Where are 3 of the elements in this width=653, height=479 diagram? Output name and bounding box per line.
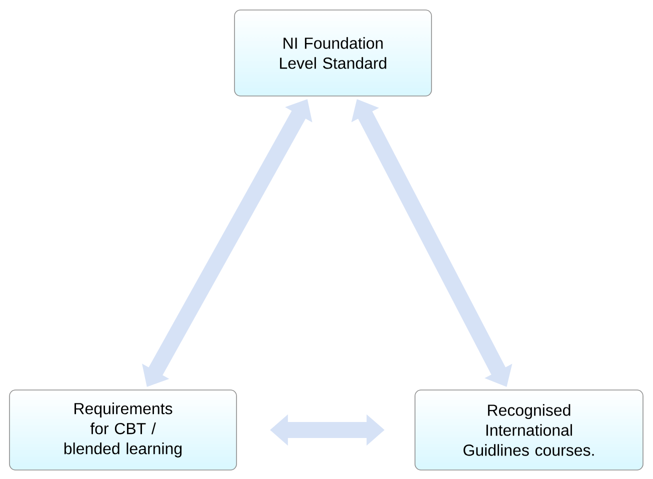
text-box: NI Foundation Level Standard <box>234 10 432 96</box>
text-box: Recognised International Guidlines courses. <box>414 390 644 470</box>
text-box: Requirements for CBT / blended learning <box>9 390 237 470</box>
